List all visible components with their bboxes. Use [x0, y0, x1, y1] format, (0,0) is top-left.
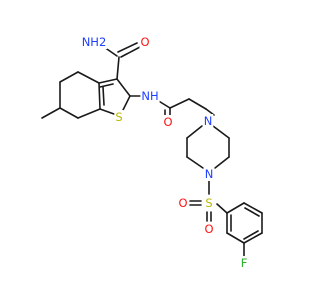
bond [226, 202, 245, 214]
bond [116, 78, 131, 97]
bond [116, 56, 120, 80]
label-halo [202, 114, 214, 128]
bond [216, 203, 228, 214]
bond [226, 232, 245, 244]
label-halo [80, 35, 108, 49]
sulfonyl-sulfur-label: S [205, 196, 212, 210]
bond [59, 107, 79, 119]
label-halo [140, 89, 160, 103]
thiophene-sulfur-label: S [115, 110, 122, 124]
piperazine-n4-label: N [205, 167, 214, 181]
bond-double [120, 46, 141, 58]
sulfonyl-oxygen-left-label: O [178, 196, 187, 210]
bond [98, 82, 101, 110]
label-halo [203, 167, 215, 181]
bond [122, 95, 131, 111]
bond [214, 156, 230, 169]
atom-label-layer: NH2 O NH S O N N S O O F [80, 35, 249, 270]
bond-layer [41, 42, 263, 257]
amide-nh-label: NH [141, 89, 158, 103]
label-halo [177, 196, 189, 210]
label-halo [203, 222, 215, 236]
fluorine-label: F [241, 256, 248, 270]
bond [186, 156, 204, 169]
label-halo [239, 256, 249, 270]
bond-double [244, 207, 260, 217]
bond [77, 71, 100, 84]
label-halo [139, 35, 151, 49]
amide-nh2-label: NH2 [82, 35, 107, 49]
bond [243, 232, 263, 244]
sulfonyl-oxygen-down-label: O [204, 222, 213, 236]
bond-double [243, 230, 259, 240]
bond [212, 125, 230, 139]
bond [169, 98, 190, 109]
bond [99, 108, 115, 115]
piperazine-n1-label: N [204, 114, 213, 128]
molecule-structure: NH2 O NH S O N N S O O F [41, 35, 263, 270]
amide-oxygen-label: O [140, 35, 149, 49]
bond [186, 125, 203, 139]
bond-double [99, 83, 114, 88]
bond [41, 107, 61, 119]
label-halo [204, 196, 214, 210]
bond [243, 202, 263, 214]
acetyl-oxygen-label: O [163, 115, 172, 129]
bond [59, 71, 79, 83]
bond [98, 78, 118, 84]
bond [188, 98, 207, 110]
bond [77, 108, 101, 119]
label-halo [162, 115, 174, 129]
bond-double [117, 42, 138, 53]
label-halo [114, 110, 124, 124]
molecule-canvas: NH2 O NH S O N N S O O F [41, 35, 263, 270]
bond-double [102, 86, 105, 106]
